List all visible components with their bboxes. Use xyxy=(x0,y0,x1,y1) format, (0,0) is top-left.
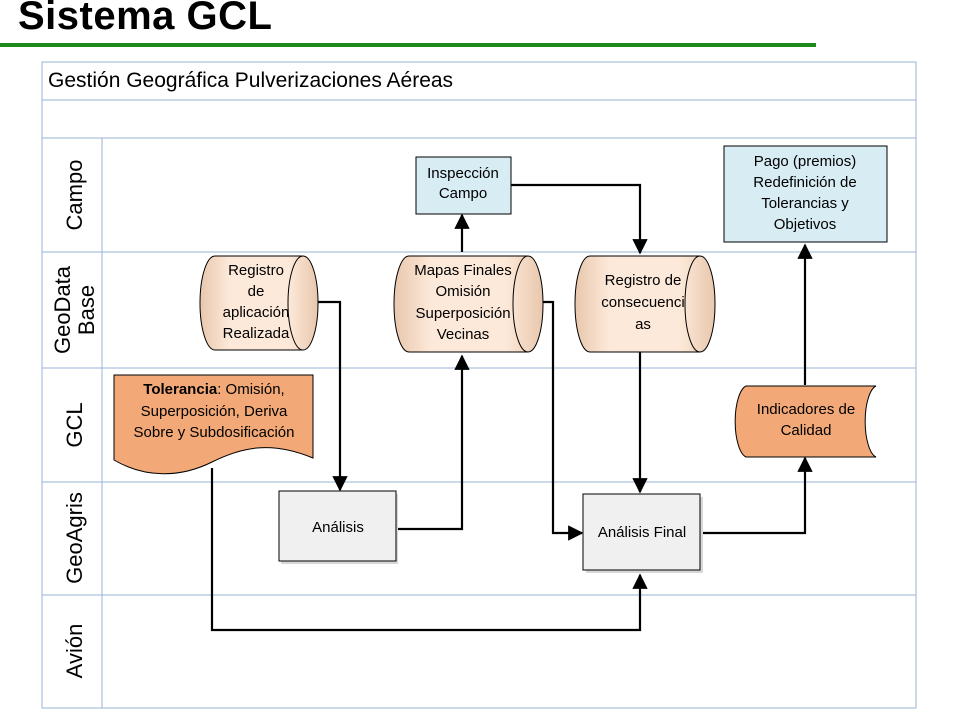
cylinder-edge xyxy=(512,255,529,353)
cylinder-edge xyxy=(684,255,701,353)
node-text: de xyxy=(248,283,265,300)
node-text: Mapas Finales xyxy=(414,262,512,279)
node-registro-aplicacion: Registro de aplicación Realizada xyxy=(199,255,319,351)
node-box xyxy=(278,490,397,562)
lane-label-text: GeoAgris xyxy=(62,492,87,584)
node-text: Calidad xyxy=(781,422,832,439)
node-analisis-final: Análisis Final xyxy=(582,493,703,573)
node-text-first-line: Tolerancia: Omisión, xyxy=(143,381,284,398)
node-text: Pago (premios) xyxy=(754,153,857,170)
node-text-bold: Tolerancia xyxy=(143,381,218,398)
node-text: Análisis xyxy=(312,519,364,536)
node-text: Sobre y Subdosificación xyxy=(134,424,295,441)
node-text: consecuenci xyxy=(601,294,684,311)
stored-data-shape xyxy=(734,385,877,458)
node-text: Objetivos xyxy=(774,216,837,233)
node-analisis: Análisis xyxy=(278,490,398,564)
node-text: Realizada xyxy=(223,325,290,342)
cylinder-edge xyxy=(287,255,304,351)
connector-tolerancia-to-analisis-final xyxy=(210,468,648,632)
node-text: Registro de xyxy=(605,272,682,289)
node-text: Superposición xyxy=(415,305,510,322)
node-text: Superposición, Deriva xyxy=(141,403,288,420)
node-text: aplicación xyxy=(223,304,290,321)
node-text: as xyxy=(635,316,651,333)
lane-label-text: Avión xyxy=(62,624,87,679)
lane-label-gcl: GCL xyxy=(62,402,87,447)
node-text: Análisis Final xyxy=(598,524,686,541)
swimlane-grid xyxy=(41,61,917,709)
swimlane-frame xyxy=(41,61,917,709)
node-mapas-finales: Mapas Finales Omisión Superposición Veci… xyxy=(393,255,544,353)
node-box xyxy=(415,156,512,215)
lane-label-campo: Campo xyxy=(62,160,87,231)
node-text: Omisión xyxy=(435,283,490,300)
connectors xyxy=(210,183,813,632)
node-pago-premios: Pago (premios) Redefinición de Toleranci… xyxy=(723,145,888,243)
title-underline xyxy=(0,43,816,47)
connector-analisis-to-mapas xyxy=(398,354,470,531)
node-box xyxy=(723,145,888,243)
lane-label-geoagris: GeoAgris xyxy=(62,492,87,584)
lane-label-geodata: GeoData Base xyxy=(50,265,99,354)
node-text: Campo xyxy=(439,185,487,202)
connector-analisis-final-to-indicadores xyxy=(700,456,813,535)
node-text-rest: : Omisión, xyxy=(217,381,285,398)
document-shape xyxy=(113,374,314,475)
connector-registro-to-analisis xyxy=(318,300,348,492)
connector-inspeccion-to-registro-consecuencias xyxy=(511,183,648,255)
node-registro-consecuencias: Registro de consecuenci as xyxy=(574,255,716,353)
slide-title: Sistema GCL xyxy=(18,0,273,38)
lane-label-text: Base xyxy=(74,285,99,335)
node-text: Registro xyxy=(228,262,284,279)
node-box xyxy=(582,493,701,571)
diagram-header: Gestión Geográfica Pulverizaciones Aérea… xyxy=(48,69,453,92)
lane-label-text: Campo xyxy=(62,160,87,231)
lane-label-text: GCL xyxy=(62,402,87,447)
node-text: Redefinición de xyxy=(753,174,856,191)
node-text: Inspección xyxy=(427,165,499,182)
node-text: Indicadores de xyxy=(757,401,855,418)
lane-label-text: GeoData xyxy=(50,265,75,354)
node-text: Tolerancias y xyxy=(761,195,849,212)
node-tolerancia: Tolerancia: Omisión, Superposición, Deri… xyxy=(113,374,314,475)
node-indicadores-calidad: Indicadores de Calidad xyxy=(734,385,877,458)
node-text: Vecinas xyxy=(437,326,490,343)
connector-mapas-to-analisis-final xyxy=(543,300,584,541)
lane-label-avion: Avión xyxy=(62,624,87,679)
node-inspeccion-campo: Inspección Campo xyxy=(415,156,512,215)
